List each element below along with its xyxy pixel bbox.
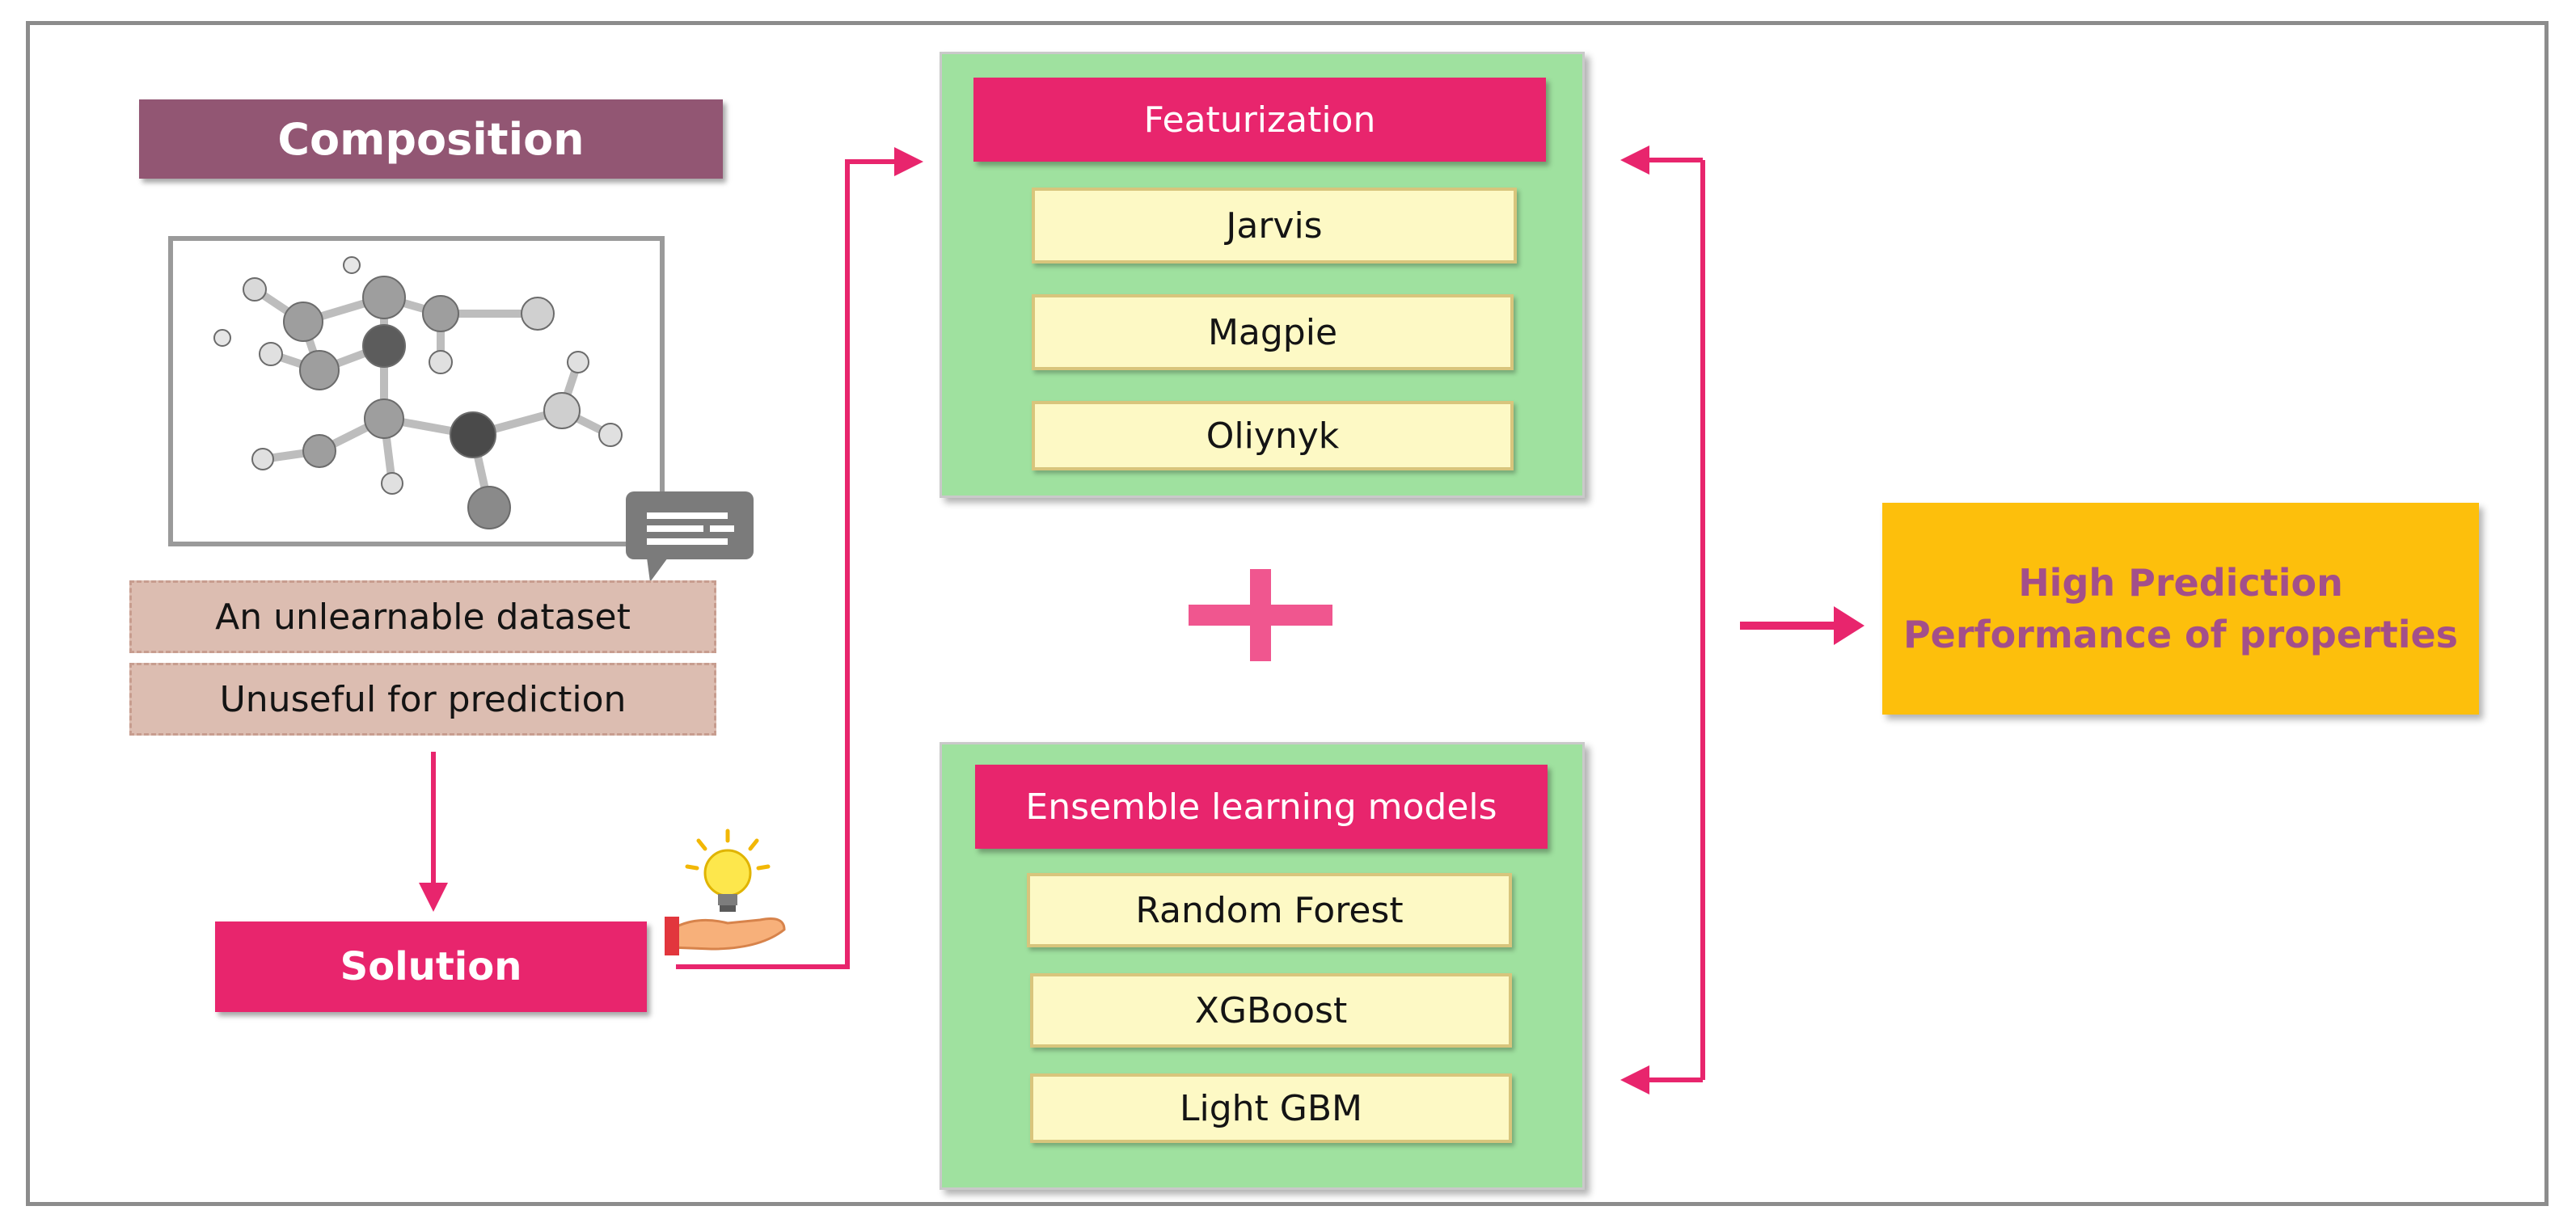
diagram-frame — [26, 21, 2549, 1206]
result-box: High Prediction Performance of propertie… — [1882, 503, 2479, 715]
ensemble-item-lightgbm: Light GBM — [1030, 1073, 1512, 1143]
ensemble-item-xgboost: XGBoost — [1030, 973, 1512, 1048]
featurization-item-oliynyk: Oliynyk — [1032, 401, 1514, 470]
plus-icon — [1189, 569, 1332, 661]
result-line-2: Performance of properties — [1902, 613, 2459, 656]
ensemble-title: Ensemble learning models — [975, 765, 1548, 849]
solution-box: Solution — [215, 921, 647, 1012]
composition-title: Composition — [139, 99, 723, 179]
arrow-to-result-head — [1834, 606, 1864, 645]
arrow-solution-to-featurization — [676, 147, 923, 969]
note-unuseful: Unuseful for prediction — [129, 663, 716, 736]
lightbulb-hand-icon — [663, 828, 792, 957]
featurization-item-magpie: Magpie — [1032, 294, 1514, 370]
result-line-1: High Prediction — [2018, 560, 2343, 605]
featurization-title: Featurization — [973, 78, 1546, 162]
ensemble-item-random-forest: Random Forest — [1027, 873, 1512, 947]
featurization-item-jarvis: Jarvis — [1032, 188, 1517, 264]
speech-bubble-icon — [626, 491, 754, 588]
molecule-image — [168, 236, 665, 546]
note-unlearnable: An unlearnable dataset — [129, 580, 716, 653]
